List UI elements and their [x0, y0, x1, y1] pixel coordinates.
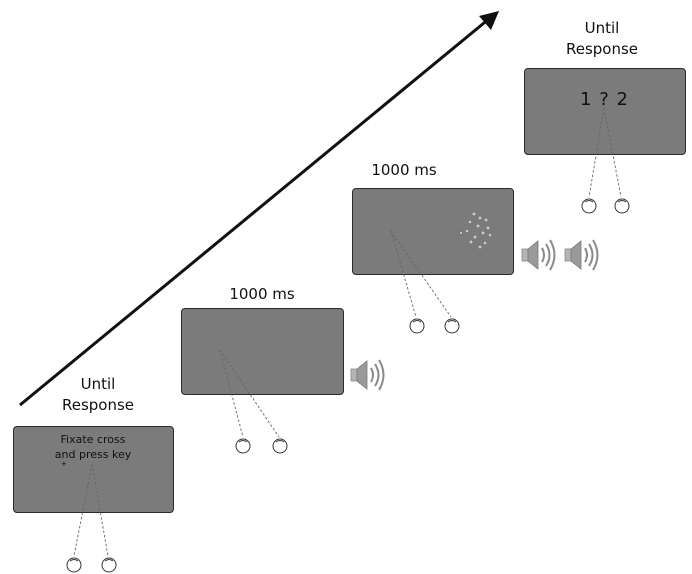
eye-icon — [409, 318, 425, 334]
blank-screen — [181, 308, 344, 395]
gaze-lines — [390, 230, 452, 318]
eye-icon — [581, 198, 597, 214]
eye-icon — [614, 198, 630, 214]
eye-icon — [101, 557, 117, 573]
speaker-icon — [521, 239, 556, 271]
gaze-lines — [73, 463, 109, 557]
eye-icon — [272, 438, 288, 454]
response-duration-line2: Response — [565, 40, 639, 58]
response-duration-line1: Until — [584, 19, 620, 37]
fixation-duration-line2: Response — [61, 396, 135, 414]
fixation-instruction-line1: Fixate cross — [60, 433, 126, 446]
dots-duration-label: 1000 ms — [371, 161, 437, 179]
response-screen: 1 ? 2 — [524, 68, 686, 155]
blank-duration-label: 1000 ms — [229, 285, 295, 303]
fixation-duration-label: Until Response — [48, 374, 148, 416]
gaze-lines — [588, 107, 622, 198]
fixation-duration-line1: Until — [80, 375, 116, 393]
fixation-screen: Fixate cross and press key + — [13, 426, 174, 513]
gaze-lines — [219, 349, 280, 438]
speaker-icon — [350, 359, 385, 391]
dot-cloud — [459, 211, 493, 250]
fixation-instruction: Fixate cross and press key — [14, 432, 172, 462]
response-duration-label: Until Response — [552, 18, 652, 60]
fixation-cross: + — [61, 460, 67, 468]
response-prompt: 1 ? 2 — [580, 89, 629, 110]
eye-icon — [235, 438, 251, 454]
eye-icon — [66, 557, 82, 573]
speaker-icon — [564, 239, 599, 271]
fixation-instruction-line2: and press key — [54, 448, 132, 461]
dots-screen — [352, 188, 514, 275]
eye-icon — [444, 318, 460, 334]
